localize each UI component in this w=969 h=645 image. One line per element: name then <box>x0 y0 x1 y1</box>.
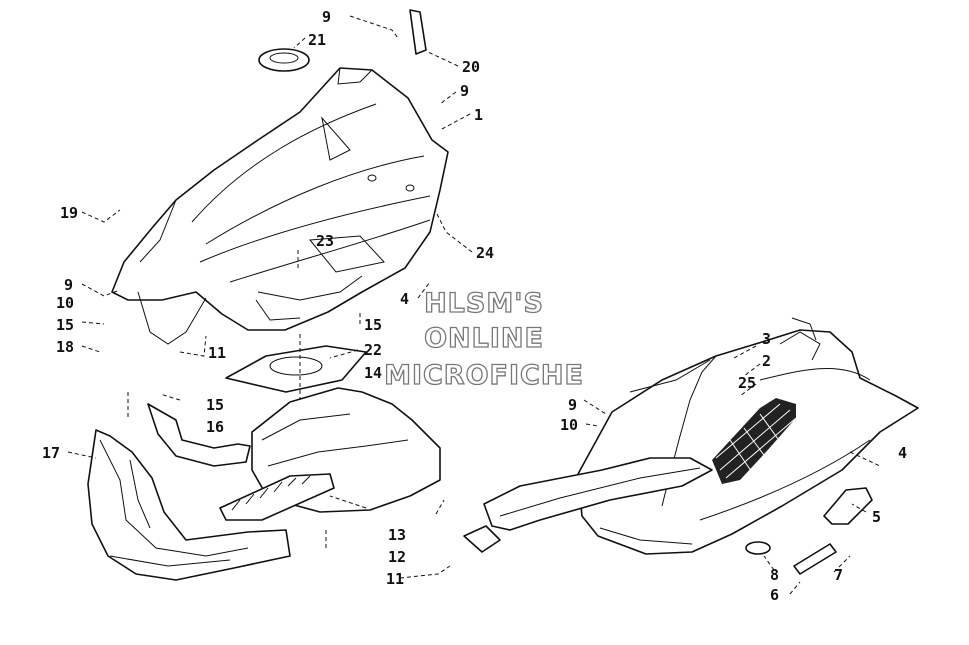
side-bracket <box>147 403 251 467</box>
callout-9: 9 <box>322 8 331 26</box>
callout-19: 19 <box>60 204 78 222</box>
callout-7: 7 <box>834 566 843 584</box>
watermark-line-3: MICROFICHE <box>384 360 584 391</box>
leader-lines <box>67 15 881 595</box>
callout-4: 4 <box>400 290 409 308</box>
floor-pan <box>225 345 367 393</box>
bracket-part <box>409 9 427 55</box>
callout-3: 3 <box>762 330 771 348</box>
watermark-line-2: ONLINE <box>424 323 544 354</box>
callout-10: 10 <box>56 294 74 312</box>
ring-gasket <box>258 48 310 72</box>
callout-9: 9 <box>64 276 73 294</box>
callout-17: 17 <box>42 444 60 462</box>
callout-10: 10 <box>560 416 578 434</box>
callout-23: 23 <box>316 232 334 250</box>
callout-20: 20 <box>462 58 480 76</box>
callout-16: 16 <box>206 418 224 436</box>
callout-12: 12 <box>388 548 406 566</box>
callout-22: 22 <box>364 341 382 359</box>
vent-strip <box>219 473 335 521</box>
callout-5: 5 <box>872 508 881 526</box>
callout-11: 11 <box>208 344 226 362</box>
reflector-part <box>823 487 873 525</box>
callout-9: 9 <box>568 396 577 414</box>
hood-part <box>111 67 449 345</box>
callout-9: 9 <box>460 82 469 100</box>
callout-24: 24 <box>476 244 494 262</box>
callout-4: 4 <box>898 444 907 462</box>
callout-15: 15 <box>56 316 74 334</box>
plug-part <box>745 541 771 555</box>
watermark-line-1: HLSM'S <box>424 288 544 319</box>
callout-21: 21 <box>308 31 326 49</box>
emblem-plate <box>793 543 837 575</box>
callout-8: 8 <box>770 566 779 584</box>
callout-13: 13 <box>388 526 406 544</box>
callout-labels: 9 21 20 9 1 19 23 24 9 10 4 15 15 18 11 … <box>42 8 907 604</box>
tunnel-beam <box>463 457 713 553</box>
callout-2: 2 <box>762 352 771 370</box>
callout-14: 14 <box>364 364 382 382</box>
callout-11: 11 <box>386 570 404 588</box>
front-bumper <box>87 429 291 581</box>
callout-18: 18 <box>56 338 74 356</box>
watermark: HLSM'S ONLINE MICROFICHE <box>383 287 584 391</box>
callout-15: 15 <box>206 396 224 414</box>
callout-25: 25 <box>738 374 756 392</box>
callout-6: 6 <box>770 586 779 604</box>
callout-1: 1 <box>474 106 483 124</box>
callout-15: 15 <box>364 316 382 334</box>
